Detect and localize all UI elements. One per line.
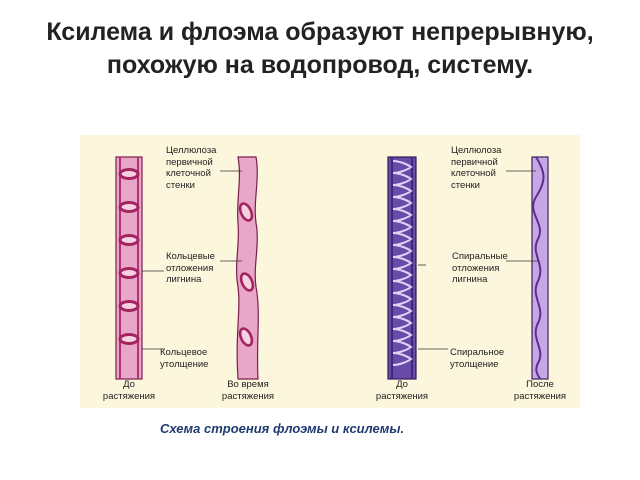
xylem-diagram: Целлюлоза первичной клеточной стенки Кол…: [80, 135, 580, 408]
caption-before-left: До растяжения: [102, 379, 156, 402]
label-annular-thickening: Кольцевое утолщение: [160, 347, 209, 370]
label-annular-deposits: Кольцевые отложения лигнина: [166, 251, 215, 285]
spiral-vessel-before: [387, 156, 417, 380]
diagram-drawing: [115, 156, 549, 380]
annular-vessel-before: [115, 156, 143, 380]
label-spiral-deposits: Спиральные отложения лигнина: [452, 251, 508, 285]
slide-title: Ксилема и флоэма образуют непрерывную, п…: [46, 18, 594, 79]
annular-vessel-during: [236, 156, 259, 380]
label-cellulose-right: Целлюлоза первичной клеточной стенки: [451, 145, 502, 191]
spiral-vessel-after: [531, 156, 549, 380]
caption-after: После растяжения: [513, 379, 567, 402]
label-cellulose-left: Целлюлоза первичной клеточной стенки: [166, 145, 217, 191]
caption-before-right: До растяжения: [375, 379, 429, 402]
label-spiral-thickening: Спиральное утолщение: [450, 347, 505, 370]
figure-caption: Схема строения флоэмы и ксилемы.: [160, 421, 405, 436]
caption-during: Во время растяжения: [221, 379, 275, 402]
